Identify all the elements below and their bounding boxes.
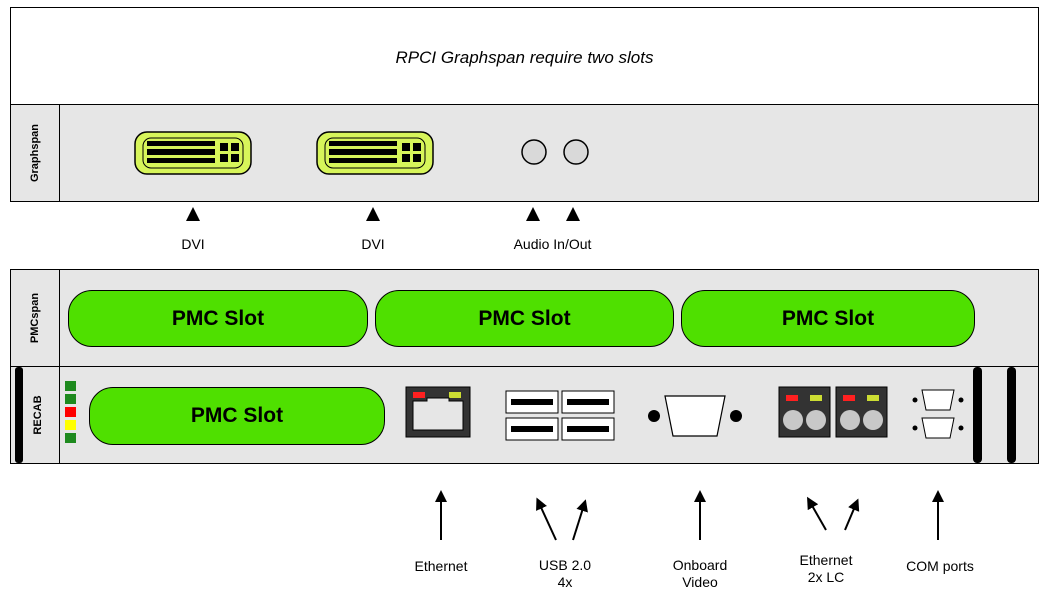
audio-jack-in <box>521 139 547 165</box>
lc-arrow-right <box>844 498 860 531</box>
ethernet-label: Ethernet <box>414 558 468 574</box>
com-label: COM ports <box>906 558 974 574</box>
graphspan-side-strip: Graphspan <box>11 105 60 201</box>
dvi-connector-1 <box>134 131 252 175</box>
recab-left-handle <box>15 367 23 463</box>
audio-out-pointer <box>566 207 580 221</box>
audio-jack-out <box>563 139 589 165</box>
lc-label-line2: 2x LC <box>807 569 845 585</box>
status-led-1 <box>65 381 76 391</box>
graphspan-title-box: RPCI Graphspan require two slots <box>10 7 1039 105</box>
pmcspan-side-strip: PMCspan <box>11 270 60 366</box>
video-label: Onboard Video <box>655 557 745 591</box>
audio-label: Audio In/Out <box>513 236 592 252</box>
recab-right-handle-2 <box>1007 367 1016 463</box>
recab-side-strip: RECAB <box>17 367 60 463</box>
pmc-slot-2: PMC Slot <box>375 290 674 347</box>
usb-label: USB 2.0 4x <box>520 557 610 591</box>
lc-arrow-left <box>807 496 827 531</box>
vga-port <box>648 395 742 437</box>
dvi-2-pointer <box>366 207 380 221</box>
lc-fiber-ports <box>778 386 888 438</box>
status-led-2 <box>65 394 76 404</box>
ethernet-port <box>405 386 471 438</box>
led-column <box>65 381 76 443</box>
pmc-slot-4: PMC Slot <box>89 387 385 445</box>
com-ports <box>912 389 964 439</box>
dvi-2-label: DVI <box>361 236 385 252</box>
dvi-1-pointer <box>186 207 200 221</box>
video-label-line2: Video <box>682 574 718 590</box>
recab-right-handle-1 <box>973 367 982 463</box>
pmc-slot-3: PMC Slot <box>681 290 975 347</box>
usb-arrow-right <box>572 499 588 541</box>
status-led-3 <box>65 407 76 417</box>
usb-label-line2: 4x <box>557 574 573 590</box>
graphspan-caption: RPCI Graphspan require two slots <box>395 48 654 67</box>
audio-in-pointer <box>526 207 540 221</box>
usb-ports <box>505 390 615 441</box>
video-label-line1: Onboard <box>672 557 728 573</box>
status-led-4 <box>65 420 76 430</box>
status-led-5 <box>65 433 76 443</box>
dvi-connector-2 <box>316 131 434 175</box>
usb-label-line1: USB 2.0 <box>538 557 592 573</box>
usb-arrow-left <box>536 497 557 541</box>
lc-label: Ethernet 2x LC <box>781 552 871 586</box>
dvi-1-label: DVI <box>181 236 205 252</box>
pmc-slot-1: PMC Slot <box>68 290 368 347</box>
lc-label-line1: Ethernet <box>799 552 853 568</box>
